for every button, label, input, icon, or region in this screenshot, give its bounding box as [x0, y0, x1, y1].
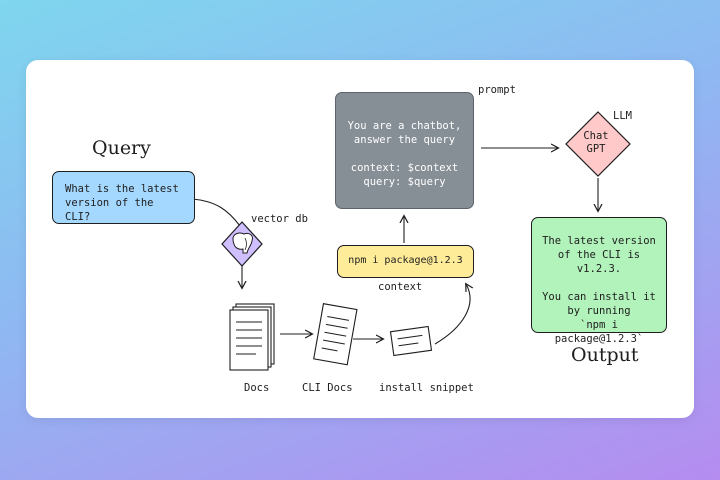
postgres-elephant-icon: [232, 232, 253, 254]
vector-db-label: vector db: [251, 213, 308, 225]
cli-docs-label: CLI Docs: [302, 382, 353, 394]
llm-node: [565, 111, 631, 177]
query-box: What is the latest version of the CLI?: [52, 171, 195, 224]
arrow-snippet-to-context: [434, 284, 470, 345]
prompt-label: prompt: [478, 84, 516, 96]
vector-db-node: [221, 221, 263, 267]
context-box: npm i package@1.2.3: [337, 245, 474, 278]
llm-label-inner: Chat GPT: [583, 130, 609, 155]
prompt-box: You are a chatbot, answer the query cont…: [335, 92, 474, 209]
llm-label: LLM: [613, 110, 632, 122]
output-box: The latest version of the CLI is v1.2.3.…: [531, 217, 667, 345]
document-stack-icon: [229, 303, 275, 371]
query-heading: Query: [92, 137, 151, 159]
arrow-query-to-vectordb: [191, 198, 241, 227]
docs-label: Docs: [244, 382, 270, 394]
context-label: context: [378, 281, 423, 293]
install-snippet-label: install snippet: [379, 382, 474, 394]
snippet-note-icon: [389, 325, 433, 357]
diagram-canvas: Query Output What is the latest version …: [26, 60, 694, 418]
document-pair-icon: [313, 303, 358, 366]
connectors: [191, 111, 631, 371]
output-heading: Output: [571, 344, 639, 366]
